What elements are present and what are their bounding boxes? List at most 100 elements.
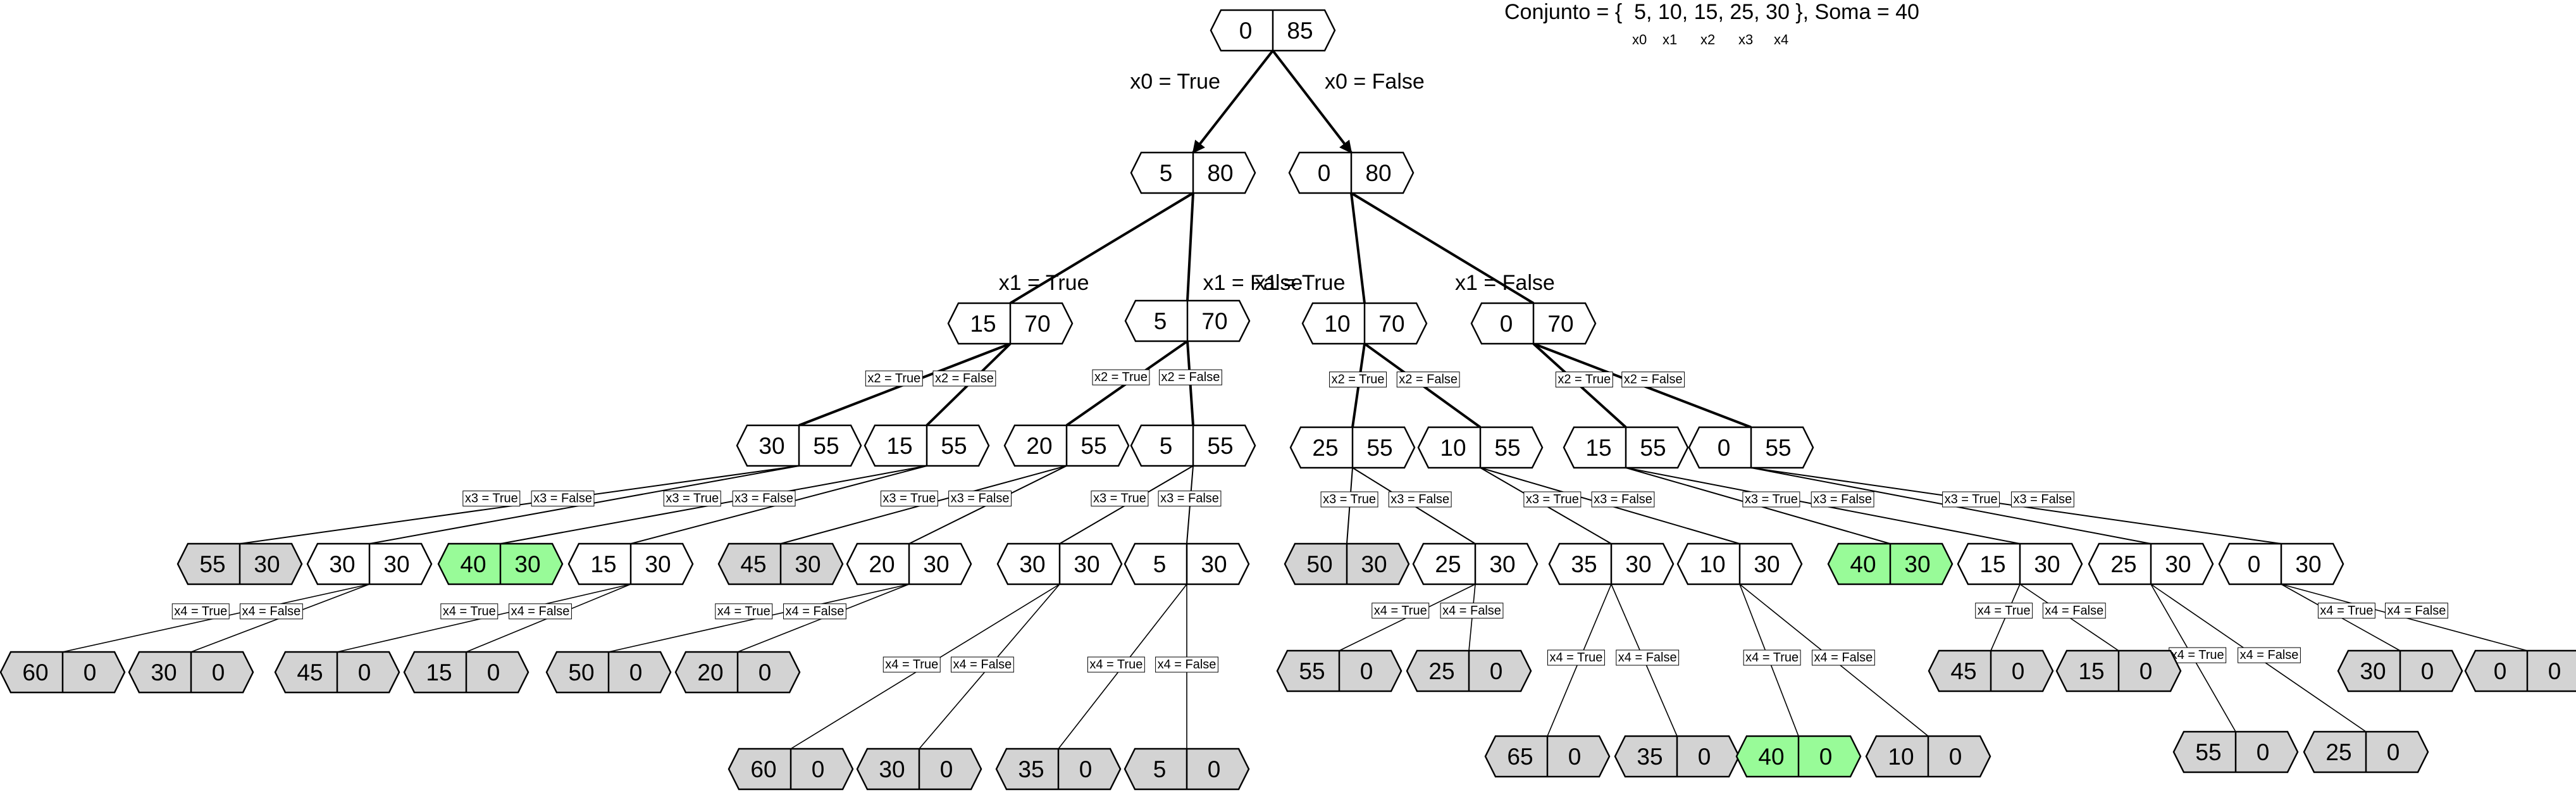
- edge-label-box: [1440, 603, 1504, 619]
- edge-label-text: x4 = True: [174, 604, 227, 618]
- node-sum-value: 5: [1160, 433, 1173, 459]
- node-sum-value: 35: [1571, 551, 1597, 577]
- node-remaining-value: 55: [941, 433, 967, 459]
- edge-label-box: [1388, 491, 1452, 508]
- node-remaining-value: 0: [1698, 744, 1711, 770]
- tree-edge-r-F: [1272, 49, 1353, 154]
- edge-label-box: [1155, 656, 1218, 673]
- node-remaining-value: 0: [1819, 744, 1833, 770]
- node-remaining-value: 0: [2139, 658, 2153, 684]
- edge-label-r-F: x0 = False: [1325, 70, 1425, 94]
- edge-label-box: [1087, 656, 1145, 673]
- edge-label-text: x2 = False: [1161, 370, 1220, 384]
- node-sum-value: 10: [1440, 435, 1466, 461]
- edge-label-FT-FTF: x2 = False: [1396, 372, 1460, 388]
- node-remaining-value: 30: [2295, 551, 2321, 577]
- edge-label-text: x3 = True: [1323, 492, 1376, 506]
- edge-label-TFTF-TFTFF: x4 = False: [783, 603, 846, 620]
- node-remaining-value: 0: [212, 660, 225, 685]
- edge-label-text: x1 = False: [1455, 271, 1555, 295]
- node-sum-value: 40: [1850, 551, 1876, 577]
- edge-label-text: x3 = False: [533, 492, 592, 506]
- edge-label-FF-FFT: x2 = True: [1555, 372, 1613, 388]
- edge-label-box: [531, 491, 595, 507]
- edge-label-text: x0 = False: [1325, 70, 1425, 94]
- node-remaining-value: 0: [358, 660, 371, 685]
- edge-label-TTFF-TTFFF: x4 = False: [509, 603, 572, 620]
- node-remaining-value: 55: [1640, 435, 1666, 461]
- edge-label-text: x3 = True: [666, 492, 719, 506]
- node-remaining-value: 0: [2387, 739, 2400, 765]
- edge-label-text: x4 = True: [443, 604, 496, 618]
- edge-label-T-TF: x1 = False: [1203, 271, 1303, 295]
- edge-label-box: [1320, 491, 1378, 508]
- edge-label-FFTF-FFTFF: x4 = False: [2042, 603, 2106, 619]
- node-remaining-value: 30: [1074, 551, 1099, 577]
- edge-label-text: x4 = False: [242, 604, 300, 618]
- edge-label-box: [1092, 369, 1150, 385]
- edge-label-text: x4 = False: [953, 658, 1012, 672]
- edge-label-text: x3 = True: [1945, 492, 1998, 506]
- edge-label-TFT-TFTF: x3 = False: [948, 491, 1012, 507]
- edge-label-box: [1811, 649, 1875, 666]
- edge-label-text: x2 = True: [1094, 370, 1148, 384]
- edge-label-text: x4 = True: [1549, 651, 1602, 665]
- edge-label-box: [715, 603, 773, 620]
- node-remaining-value: 0: [1568, 744, 1582, 770]
- node-sum-value: 15: [1585, 435, 1611, 461]
- edge-label-box: [1159, 369, 1222, 385]
- node-sum-value: 45: [740, 551, 766, 577]
- node-remaining-value: 80: [1207, 160, 1233, 186]
- edge-label-FTFT-FTFTT: x4 = True: [1547, 649, 1605, 666]
- node-remaining-value: 80: [1365, 160, 1391, 186]
- edge-label-text: x4 = True: [2171, 648, 2224, 662]
- edge-label-F-FF: x1 = False: [1455, 271, 1555, 295]
- edge-label-box: [239, 603, 303, 620]
- node-sum-value: 5: [1153, 756, 1167, 782]
- edge-label-box: [2238, 647, 2301, 663]
- node-remaining-value: 55: [1366, 435, 1392, 461]
- node-sum-value: 45: [297, 660, 323, 685]
- node-remaining-value: 0: [2421, 658, 2434, 684]
- node-remaining-value: 30: [1754, 551, 1780, 577]
- node-sum-value: 25: [1312, 435, 1338, 461]
- edge-label-FTFF-FTFFT: x4 = True: [1743, 649, 1801, 666]
- node-remaining-value: 30: [645, 551, 671, 577]
- edge-label-TFF-TFFT: x3 = True: [1091, 491, 1149, 507]
- problem-header: Conjunto = { 5, 10, 15, 25, 30 }, Soma =…: [1504, 0, 1947, 51]
- edge-label-TF-TFF: x2 = False: [1159, 369, 1222, 385]
- node-sum-value: 15: [970, 311, 996, 337]
- node-sum-value: 20: [697, 660, 723, 685]
- node-sum-value: 15: [426, 660, 452, 685]
- edge-label-box: [865, 370, 923, 387]
- node-sum-value: 65: [1507, 744, 1533, 770]
- edge-label-TT-TTF: x2 = False: [932, 370, 996, 387]
- edge-label-text: x2 = False: [935, 372, 994, 385]
- node-remaining-value: 30: [2165, 551, 2191, 577]
- edge-label-FT-FTT: x2 = True: [1329, 372, 1387, 388]
- node-sum-value: 15: [886, 433, 912, 459]
- edge-label-FTFF-FTFFF: x4 = False: [1811, 649, 1875, 666]
- edge-label-text: x4 = False: [2240, 648, 2299, 662]
- edge-label-FFFT-FFFTF: x4 = False: [2238, 647, 2301, 663]
- node-remaining-value: 55: [1765, 435, 1791, 461]
- node-sum-value: 55: [2195, 739, 2221, 765]
- edge-label-text: x4 = True: [1374, 604, 1427, 618]
- node-sum-value: 30: [879, 756, 905, 782]
- node-remaining-value: 30: [383, 551, 409, 577]
